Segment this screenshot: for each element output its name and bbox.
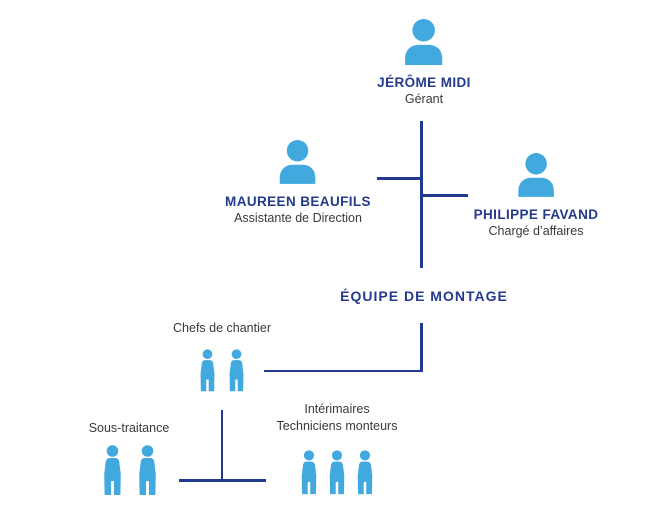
connector-equipe-vertical bbox=[420, 323, 423, 372]
connector-bottom-horizontal bbox=[179, 479, 266, 482]
assistante-role: Assistante de Direction bbox=[234, 211, 362, 225]
assistante-name: MAUREEN BEAUFILS bbox=[225, 194, 371, 209]
interimaires-icons bbox=[298, 449, 376, 497]
person-standing-icon bbox=[357, 450, 373, 495]
person-standing-icon bbox=[301, 450, 317, 495]
chefs-chantier-label: Chefs de chantier bbox=[173, 321, 271, 335]
charge-role: Chargé d’affaires bbox=[488, 224, 584, 238]
node-gerant: JÉRÔME MIDI Gérant bbox=[377, 18, 471, 106]
equipe-montage-label: ÉQUIPE DE MONTAGE bbox=[340, 288, 508, 304]
interimaires-label: Intérimaires Techniciens monteurs bbox=[277, 401, 398, 435]
person-bust-icon bbox=[280, 140, 316, 184]
connector-chefs-vertical bbox=[220, 410, 223, 481]
person-standing-icon bbox=[229, 349, 244, 392]
node-assistante: MAUREEN BEAUFILS Assistante de Direction bbox=[225, 139, 371, 225]
gerant-role: Gérant bbox=[404, 92, 444, 106]
person-standing-icon bbox=[200, 349, 215, 392]
person-standing-icon bbox=[104, 445, 121, 496]
person-standing-icon bbox=[329, 450, 345, 495]
person-bust-icon bbox=[518, 153, 554, 197]
interimaires-label-line1: Intérimaires bbox=[304, 402, 370, 416]
connector-assistante-branch bbox=[377, 177, 421, 180]
connector-charge-branch bbox=[421, 194, 468, 197]
chefs-chantier-icons bbox=[197, 348, 247, 394]
person-standing-icon bbox=[139, 445, 156, 496]
sous-traitance-label: Sous-traitance bbox=[88, 421, 170, 435]
node-charge-affaires: PHILIPPE FAVAND Chargé d’affaires bbox=[474, 152, 599, 238]
connector-equipe-to-chefs bbox=[264, 369, 422, 372]
charge-name: PHILIPPE FAVAND bbox=[473, 207, 599, 222]
gerant-name: JÉRÔME MIDI bbox=[377, 75, 471, 90]
person-bust-icon bbox=[405, 19, 443, 65]
sous-traitance-icons bbox=[100, 445, 160, 497]
interimaires-label-line2: Techniciens monteurs bbox=[276, 419, 398, 433]
